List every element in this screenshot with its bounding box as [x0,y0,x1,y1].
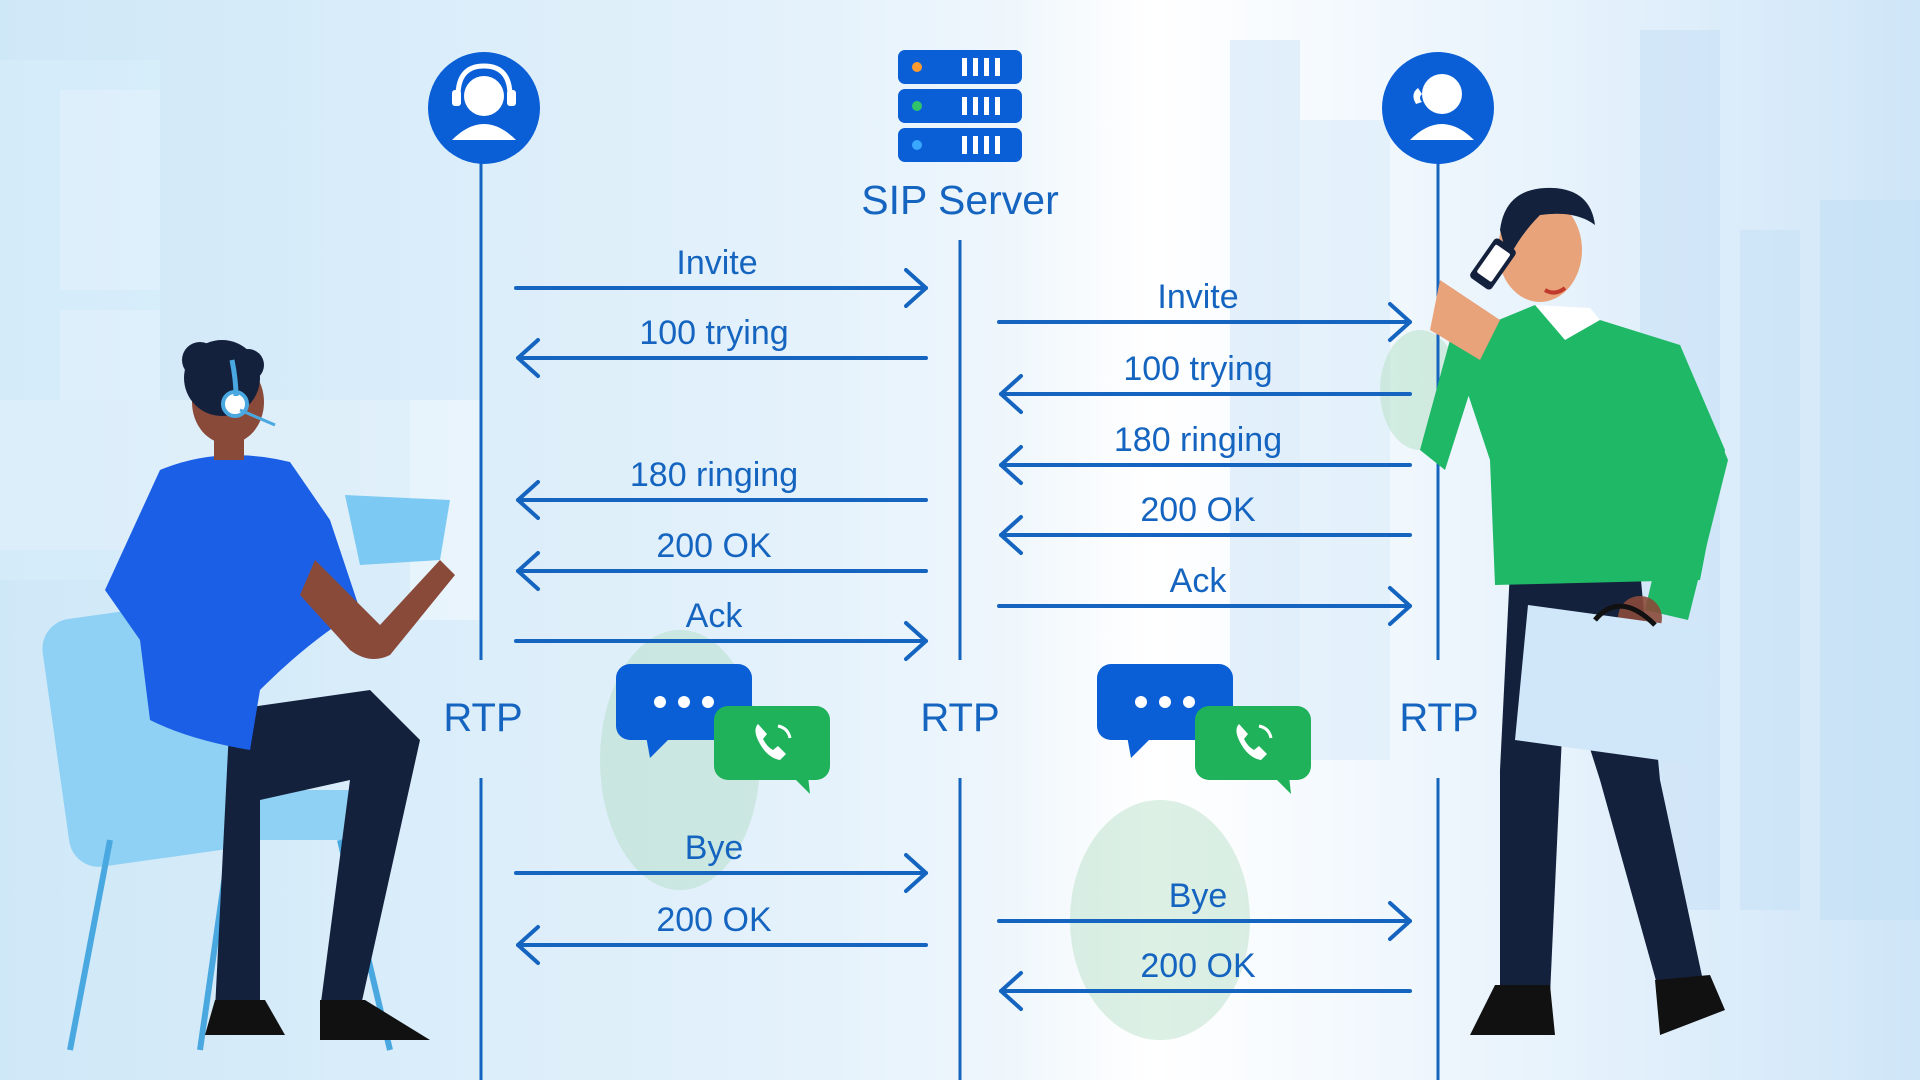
caller-illustration [1420,187,1728,1035]
message-label-180-ringing-left: 180 ringing [629,456,799,494]
arrow-200-ok-bye-right [999,971,1412,1011]
arrow-200-ok-right [999,515,1412,555]
phone-user-icon [1382,52,1494,164]
arrow-200-ok-left [516,551,928,591]
message-label-ack-left: Ack [685,597,743,635]
message-label-bye-right: Bye [1168,877,1228,915]
arrow-ack-right [997,586,1412,626]
arrow-bye-right [997,901,1412,941]
rtp-label-right: RTP [1399,696,1479,740]
arrow-ack-left [514,621,928,661]
arrow-100-trying-left [516,338,928,378]
arrow-bye-left [514,853,928,893]
arrow-200-ok-bye-left [516,925,928,965]
message-label-100-trying-right: 100 trying [1123,350,1273,388]
right-message-arrows [997,302,1412,1011]
message-label-invite-right: Invite [1157,278,1239,316]
arrow-180-ringing-right [999,445,1412,485]
arrow-invite-right [997,302,1412,342]
message-label-bye-left: Bye [684,829,744,867]
server-icon [898,50,1022,162]
rtp-label-left: RTP [443,696,523,740]
phone-call-icon [714,706,830,794]
arrow-100-trying-right [999,374,1412,414]
message-label-ack-right: Ack [1169,562,1227,600]
message-label-invite-left: Invite [676,244,758,282]
phone-call-icon [1195,706,1311,794]
left-message-arrows [514,268,928,965]
sip-server-title: SIP Server [861,177,1059,223]
message-label-180-ringing-right: 180 ringing [1113,421,1283,459]
message-label-200-ok-right: 200 OK [1140,491,1256,529]
message-label-100-trying-left: 100 trying [639,314,789,352]
message-label-200-ok-left: 200 OK [656,527,772,565]
arrow-invite-left [514,268,928,308]
agent-illustration [42,340,455,1051]
rtp-label-center: RTP [920,696,1000,740]
headset-user-icon [428,52,540,164]
message-label-200-ok-bye-right: 200 OK [1140,947,1256,985]
message-label-200-ok-bye-left: 200 OK [656,901,772,939]
arrow-180-ringing-left [516,480,928,520]
